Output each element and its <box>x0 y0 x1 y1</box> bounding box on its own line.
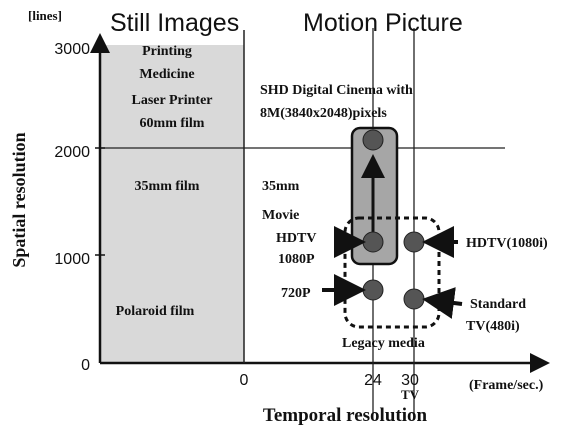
still-label-laser-printer: Laser Printer <box>132 93 213 108</box>
hdtv-1080i-label: HDTV(1080i) <box>466 236 548 251</box>
hdtv-1080p-label-line1: HDTV <box>276 231 316 246</box>
still-label-printing: Printing <box>142 44 192 59</box>
still-label-polaroid-film: Polaroid film <box>116 304 195 319</box>
p720-label: 720P <box>281 286 311 301</box>
standard-tv-label-line2: TV(480i) <box>466 319 520 334</box>
still-images-heading: Still Images <box>110 9 239 37</box>
y-tick-label-1000: 1000 <box>54 251 90 268</box>
x-tick-label-24: 24 <box>364 372 382 389</box>
x-tick-label-30: 30 <box>401 372 419 389</box>
motion-picture-heading: Motion Picture <box>303 9 463 37</box>
y-unit-label: [lines] <box>28 8 62 23</box>
standard-tv-label-line1: Standard <box>470 297 526 312</box>
x-tick-label-0: 0 <box>240 372 249 389</box>
shd-cinema-label-line1: SHD Digital Cinema with <box>260 83 413 98</box>
still-label-35mm-film: 35mm film <box>135 179 200 194</box>
movie-35mm-label: 35mm <box>262 179 300 194</box>
hdtv-1080p-label-line2: 1080P <box>278 252 315 267</box>
dot-standard-tv <box>403 288 425 310</box>
x-unit-label: (Frame/sec.) <box>469 378 544 393</box>
y-tick-label-2000: 2000 <box>54 144 90 161</box>
movie-label: Movie <box>262 208 299 223</box>
dot-hdtv-1080i <box>403 231 425 253</box>
y-tick-label-0: 0 <box>81 357 90 374</box>
still-label-medicine: Medicine <box>139 67 194 82</box>
still-label-60mm-film: 60mm film <box>140 116 205 131</box>
legacy-media-label: Legacy media <box>342 336 425 351</box>
still-images-region <box>100 45 244 363</box>
dot-hdtv-1080p <box>362 231 384 253</box>
pointer-standard-tv <box>422 287 463 319</box>
legacy-media-box <box>343 216 441 329</box>
y-tick-label-3000: 3000 <box>54 41 90 58</box>
dot-shd-cinema <box>362 129 384 151</box>
x-axis-title: Temporal resolution <box>263 405 428 426</box>
y-axis-title: Spatial resolution <box>9 132 29 267</box>
tv-label: TV <box>401 387 420 402</box>
shd-cinema-label-line2: 8M(3840x2048)pixels <box>260 106 387 121</box>
dot-720p <box>362 279 384 301</box>
